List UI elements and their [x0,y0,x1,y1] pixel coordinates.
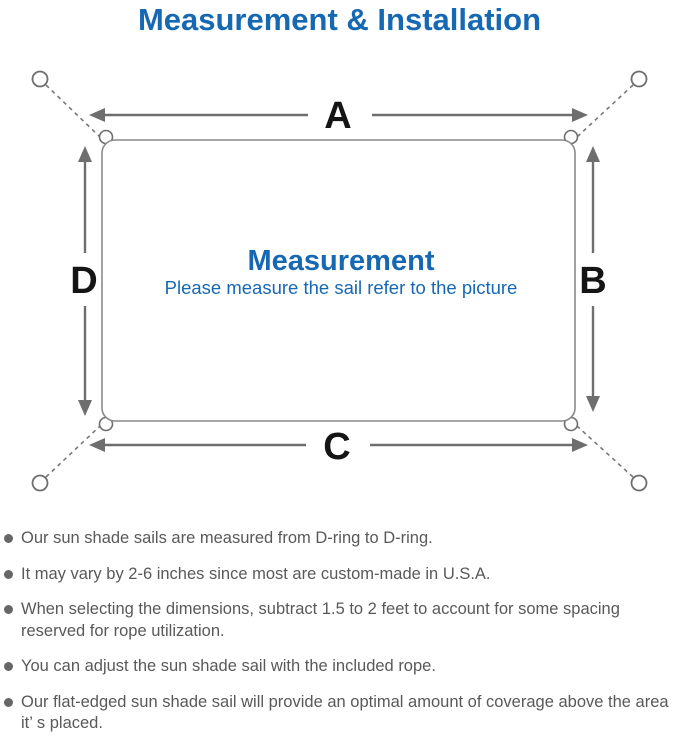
notes-list: Our sun shade sails are measured from D-… [0,528,679,739]
bullet-icon [4,569,13,579]
bullet-icon [4,534,13,543]
note-text: Our sun shade sails are measured from D-… [21,529,433,547]
note-item: When selecting the dimensions, subtract … [2,599,677,642]
arrowhead-c-left [89,438,105,452]
note-item: Our flat-edged sun shade sail will provi… [2,692,677,735]
arrowhead-b-down [586,396,600,412]
note-text: Our flat-edged sun shade sail will provi… [21,692,669,733]
diagram-center-subtitle: Please measure the sail refer to the pic… [165,277,518,298]
note-item: It may vary by 2-6 inches since most are… [2,564,677,586]
arrowhead-c-right [572,438,588,452]
note-item: Our sun shade sails are measured from D-… [2,528,677,550]
note-text: When selecting the dimensions, subtract … [21,600,620,640]
arrowhead-a-right [572,108,588,122]
rope-dashed-bottom-right [576,425,634,478]
page-title: Measurement & Installation [137,2,542,37]
diagram-center-title: Measurement [248,245,435,277]
bullet-icon [4,662,13,671]
rope-dashed-bottom-left [45,425,101,478]
dimension-label-d: D [70,260,97,302]
rope-dashed-top-left [45,84,101,138]
arrowhead-b-up [586,146,600,162]
anchor-ring-top-left [31,70,49,88]
sail-outline [101,139,576,422]
note-text: You can adjust the sun shade sail with t… [21,657,436,675]
dimension-label-a: A [324,95,351,137]
anchor-ring-top-right [630,70,648,88]
dimension-label-b: B [579,260,606,302]
note-text: It may vary by 2-6 inches since most are… [21,564,491,583]
measurement-diagram: A C D B Measurement Please measure the s… [31,70,648,492]
anchor-ring-bottom-right [630,474,648,492]
arrowhead-a-left [89,108,105,122]
anchor-ring-bottom-left [31,474,49,492]
note-item: You can adjust the sun shade sail with t… [2,656,677,678]
rope-dashed-top-right [576,84,634,138]
arrowhead-d-down [78,400,92,416]
bullet-icon [4,605,13,614]
dimension-label-c: C [323,426,350,468]
bullet-icon [4,697,13,707]
arrowhead-d-up [78,146,92,162]
